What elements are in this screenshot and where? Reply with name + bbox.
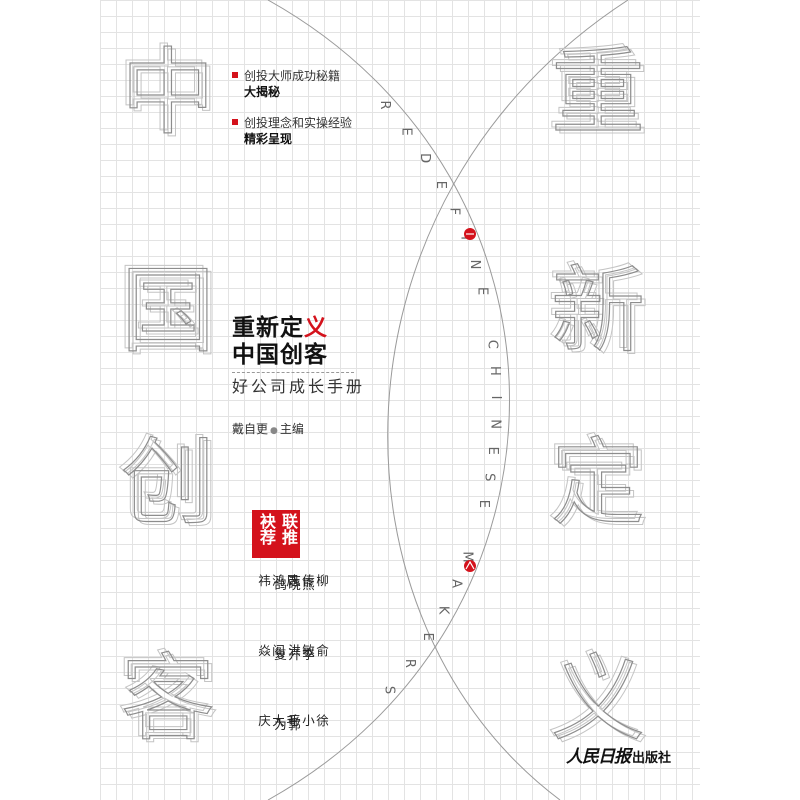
recommender-list: 柳传志 熊晓鸽 周鸿祎 俞敏洪 李开复 阎焱 徐小平 郭为 毛大庆 — [244, 574, 329, 774]
recommender-name: 毛大庆 — [256, 714, 299, 727]
vertical-english-letter: N — [487, 419, 502, 429]
book-title-block: 重新定义 中国创客 好公司成长手册 — [232, 314, 365, 397]
editor-name: 戴自更 — [232, 422, 269, 436]
right-char-4: 义义义 — [546, 642, 649, 757]
left-char-2: 国国国 — [116, 254, 219, 369]
vertical-english-letter: I — [458, 236, 473, 240]
selling-point-text: 创投理念和实操经验 — [244, 116, 353, 130]
vertical-english-letter: A — [449, 579, 464, 588]
publisher: 人民日报出版社 — [566, 742, 672, 767]
left-char-4: 客客客 — [116, 642, 219, 757]
vertical-english-letter: K — [436, 606, 451, 615]
badge-text-left: 袂荐 — [257, 513, 276, 545]
badge-text-right: 联推 — [279, 513, 298, 545]
grid-background — [100, 0, 700, 800]
recommender-name: 徐小平 — [286, 714, 329, 727]
editor-role: 主编 — [279, 422, 304, 436]
selling-point: 创投大师成功秘籍 大揭秘 — [232, 68, 352, 101]
vertical-english-letter: M — [460, 551, 475, 562]
book-title-line-2: 中国创客 — [232, 341, 328, 368]
left-char-1: 中中中 — [116, 36, 219, 151]
vertical-english-letter: D — [417, 153, 432, 163]
vertical-english-letter: F — [446, 208, 461, 215]
vertical-english-letter: E — [476, 500, 491, 508]
recommender-name: 阎焱 — [256, 644, 285, 657]
left-char-3: 创创创 — [116, 426, 219, 541]
selling-points: 创投大师成功秘籍 大揭秘 创投理念和实操经验 精彩呈现 — [232, 68, 352, 162]
right-char-1: 重重重 — [546, 36, 649, 151]
red-square-bullet-icon — [232, 72, 238, 78]
recommender-name: 周鸿祎 — [256, 574, 299, 587]
vertical-english-letter: R — [377, 100, 392, 109]
red-square-bullet-icon — [232, 119, 238, 125]
left-arc — [267, 0, 510, 800]
selling-point-text: 创投大师成功秘籍 — [244, 69, 341, 83]
vertical-english-letter: R — [402, 659, 417, 668]
recommender-name: 柳传志 — [286, 574, 329, 587]
vertical-english-letter: N — [467, 260, 482, 270]
vertical-english-letter: H — [487, 366, 502, 376]
right-char-3: 定定定 — [546, 426, 649, 541]
editor-credit: 戴自更●主编 — [232, 421, 304, 439]
arc-marker-top — [464, 228, 476, 240]
arc-marker-bottom — [464, 560, 476, 572]
vertical-english-letter: C — [485, 340, 500, 349]
vertical-english-letter: S — [381, 686, 396, 694]
right-arc — [387, 0, 629, 800]
vertical-english-letter: E — [399, 127, 414, 135]
title-divider — [232, 372, 354, 373]
vertical-english-letter: E — [475, 287, 490, 295]
right-char-2: 新新新 — [546, 254, 649, 369]
vertical-english-text: R E D E F I N E C H I N E S E M A K E R S — [377, 100, 503, 694]
vertical-english-letter: E — [485, 447, 500, 455]
joint-recommendation-badge: 联推 袂荐 — [252, 510, 300, 558]
recommender-name: 李开复 — [272, 648, 315, 661]
selling-point-emphasis: 大揭秘 — [244, 85, 281, 99]
publisher-suffix: 出版社 — [632, 751, 672, 766]
selling-point: 创投理念和实操经验 精彩呈现 — [232, 115, 352, 148]
book-title-line-1: 重新定义 — [232, 314, 328, 341]
recommender-name: 俞敏洪 — [286, 644, 329, 657]
selling-point-emphasis: 精彩呈现 — [244, 132, 293, 146]
vertical-english-letter: E — [433, 181, 448, 189]
title-accent-char: 义 — [304, 314, 328, 341]
recommender-name: 郭为 — [272, 718, 301, 731]
publisher-logo: 人民日报 — [566, 747, 631, 767]
vertical-english-letter: I — [488, 396, 503, 400]
recommender-name: 熊晓鸽 — [272, 578, 315, 591]
vertical-english-letter: E — [420, 633, 435, 641]
book-subtitle: 好公司成长手册 — [232, 377, 366, 396]
vertical-english-letter: S — [481, 473, 496, 481]
separator-dot-icon: ● — [270, 426, 278, 436]
